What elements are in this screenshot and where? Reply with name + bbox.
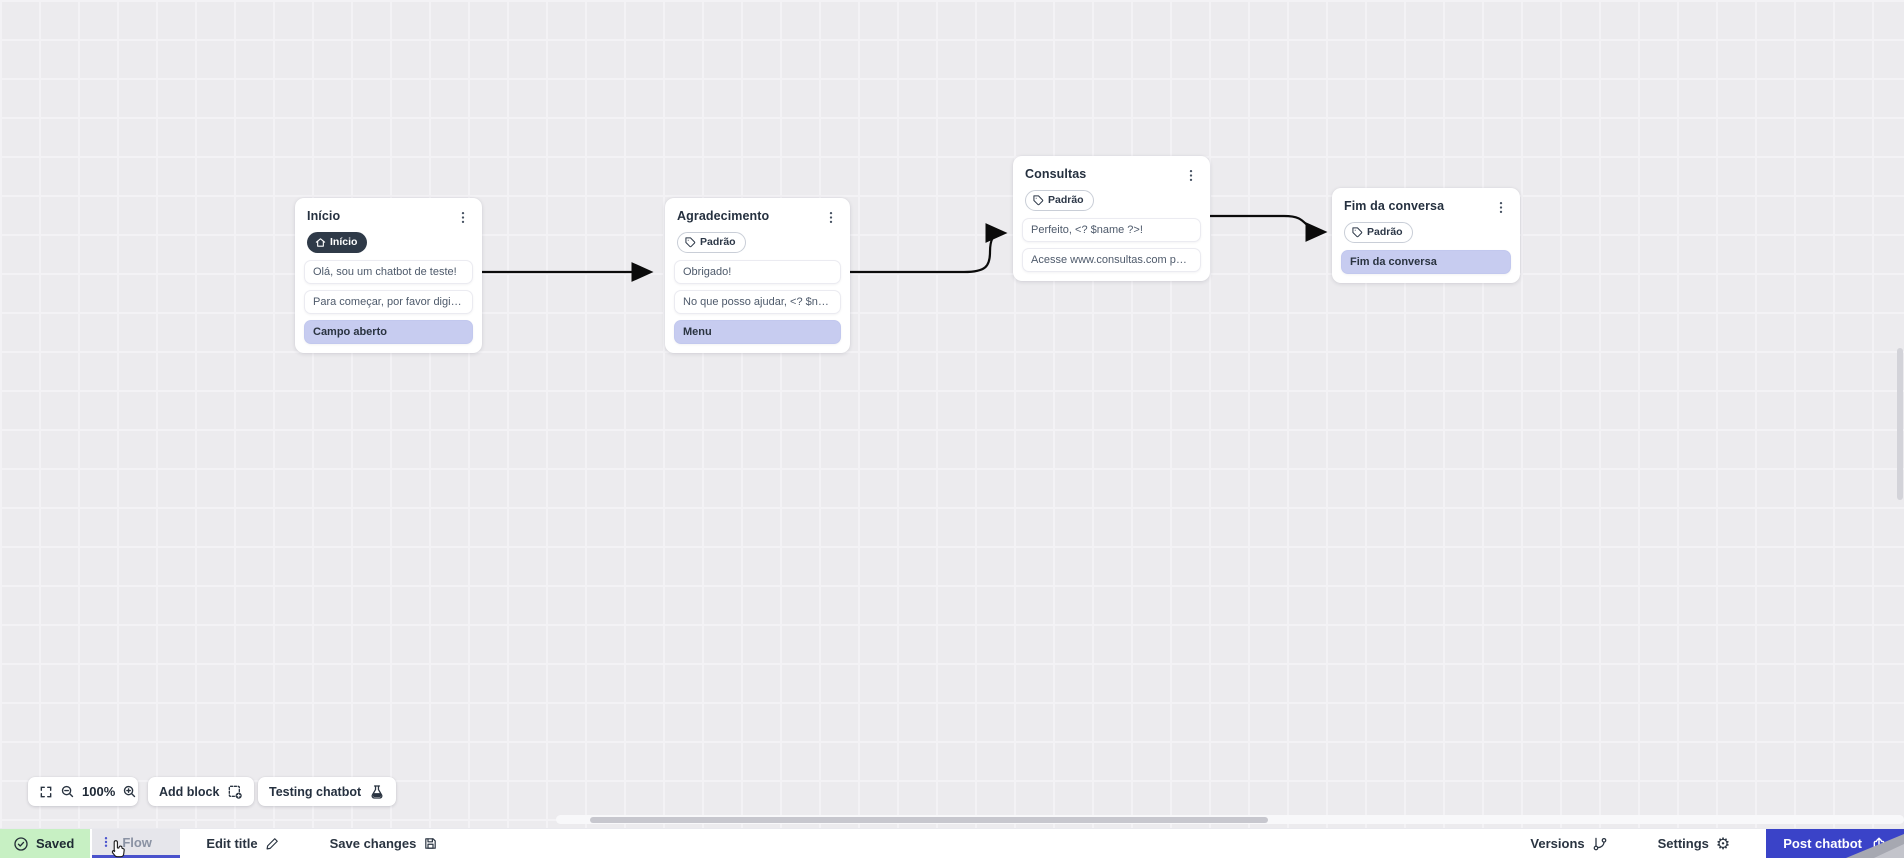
message-row[interactable]: Para começar, por favor digite o ... bbox=[304, 290, 473, 314]
block-title: Consultas bbox=[1025, 167, 1087, 181]
type-badge-label: Padrão bbox=[700, 236, 736, 249]
zoom-level: 100% bbox=[82, 784, 116, 799]
home-icon bbox=[315, 237, 326, 248]
bottom-bar: Saved Flow Edit title Save changes Versi… bbox=[0, 828, 1904, 858]
versions-label: Versions bbox=[1530, 836, 1585, 851]
post-chatbot-button[interactable]: Post chatbot bbox=[1766, 829, 1904, 858]
input-row[interactable]: Campo aberto bbox=[304, 320, 473, 344]
saved-label: Saved bbox=[36, 836, 75, 851]
start-badge-label: Início bbox=[330, 236, 358, 249]
testing-chatbot-button[interactable]: Testing chatbot bbox=[258, 777, 397, 806]
block-menu-button[interactable] bbox=[1492, 199, 1510, 216]
horizontal-scrollbar-track[interactable] bbox=[556, 815, 1904, 824]
floppy-disk-icon bbox=[423, 836, 438, 851]
type-badge-label: Padrão bbox=[1048, 194, 1084, 207]
tab-flow[interactable]: Flow bbox=[92, 829, 181, 858]
tag-icon bbox=[685, 237, 696, 248]
flow-tab-label: Flow bbox=[122, 834, 152, 850]
edit-title-button[interactable]: Edit title bbox=[206, 829, 279, 858]
add-block-label: Add block bbox=[159, 784, 220, 799]
flow-block-agradecimento[interactable]: Agradecimento Padrão Obrigado! No que po… bbox=[665, 198, 850, 353]
zoom-toolbar: 100% bbox=[28, 777, 138, 806]
zoom-in-icon[interactable] bbox=[122, 784, 137, 799]
block-menu-button[interactable] bbox=[1182, 167, 1200, 184]
save-changes-label: Save changes bbox=[329, 836, 417, 851]
saved-status-badge: Saved bbox=[0, 829, 91, 858]
flow-canvas[interactable]: Início Início Olá, sou um chatbot de tes… bbox=[0, 0, 1904, 828]
start-badge: Início bbox=[307, 232, 368, 253]
message-row[interactable]: Acesse www.consultas.com par... bbox=[1022, 248, 1201, 272]
end-row[interactable]: Fim da conversa bbox=[1341, 250, 1511, 274]
fullscreen-icon[interactable] bbox=[39, 785, 53, 799]
settings-label: Settings bbox=[1657, 836, 1709, 851]
block-menu-button[interactable] bbox=[454, 209, 472, 226]
block-title: Início bbox=[307, 209, 341, 223]
horizontal-scrollbar-thumb[interactable] bbox=[590, 816, 1268, 823]
block-title: Agradecimento bbox=[677, 209, 770, 223]
gear-icon: ⚙ bbox=[1715, 833, 1731, 853]
message-row[interactable]: Obrigado! bbox=[674, 260, 841, 284]
type-badge: Padrão bbox=[1025, 190, 1094, 211]
flask-icon bbox=[369, 784, 385, 800]
add-block-icon bbox=[227, 784, 243, 800]
input-row[interactable]: Menu bbox=[674, 320, 841, 344]
block-menu-button[interactable] bbox=[822, 209, 840, 226]
check-circle-icon bbox=[13, 836, 29, 852]
settings-button[interactable]: Settings ⚙ bbox=[1658, 829, 1731, 858]
pencil-icon bbox=[265, 836, 280, 851]
message-row[interactable]: Perfeito, <? $name ?>! bbox=[1022, 218, 1201, 242]
post-chatbot-label: Post chatbot bbox=[1783, 836, 1862, 851]
block-title: Fim da conversa bbox=[1344, 199, 1445, 213]
wire-consultas-fim bbox=[1210, 214, 1328, 242]
add-block-button[interactable]: Add block bbox=[148, 777, 255, 806]
type-badge: Padrão bbox=[1344, 222, 1413, 243]
flow-block-consultas[interactable]: Consultas Padrão Perfeito, <? $name ?>! … bbox=[1013, 156, 1210, 281]
type-badge: Padrão bbox=[677, 232, 746, 253]
zoom-out-icon[interactable] bbox=[60, 784, 75, 799]
save-changes-button[interactable]: Save changes bbox=[330, 829, 439, 858]
page-curl-highlight bbox=[1874, 844, 1904, 858]
type-badge-label: Padrão bbox=[1367, 226, 1403, 239]
edit-title-label: Edit title bbox=[206, 836, 258, 851]
flow-block-inicio[interactable]: Início Início Olá, sou um chatbot de tes… bbox=[295, 198, 482, 353]
message-row[interactable]: Olá, sou um chatbot de teste! bbox=[304, 260, 473, 284]
flow-menu-icon[interactable] bbox=[100, 835, 112, 849]
testing-chatbot-label: Testing chatbot bbox=[269, 784, 362, 799]
tag-icon bbox=[1033, 195, 1044, 206]
message-row[interactable]: No que posso ajudar, <? $name ... bbox=[674, 290, 841, 314]
flow-block-fim-da-conversa[interactable]: Fim da conversa Padrão Fim da conversa bbox=[1332, 188, 1520, 283]
vertical-scrollbar-thumb[interactable] bbox=[1897, 348, 1903, 500]
wire-agradecimento-consultas bbox=[850, 223, 1008, 274]
bottom-bar-spacer bbox=[438, 829, 1530, 858]
connection-wires bbox=[482, 214, 1328, 282]
tag-icon bbox=[1352, 227, 1363, 238]
versions-button[interactable]: Versions bbox=[1530, 829, 1607, 858]
git-branch-icon bbox=[1592, 836, 1608, 852]
